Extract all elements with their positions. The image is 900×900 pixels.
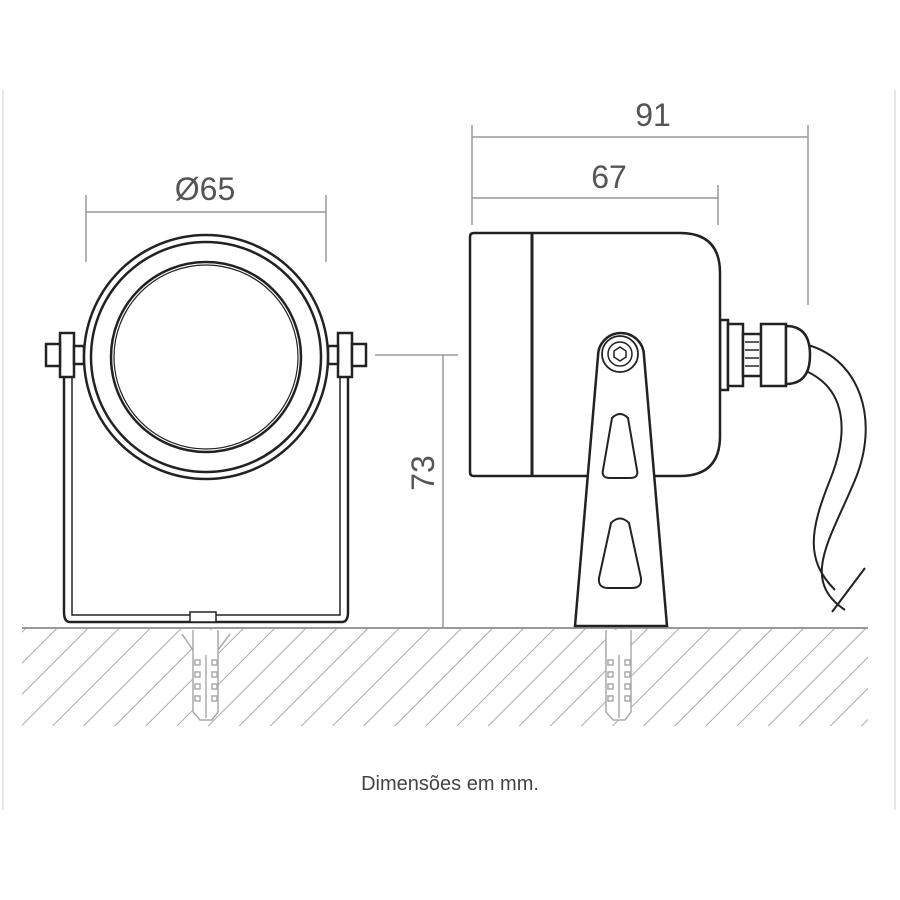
housing-outer-ring	[82, 233, 330, 481]
pivot-screw	[601, 335, 639, 373]
left-bolt	[44, 331, 86, 379]
cable-gland	[718, 318, 812, 392]
dimension-lines	[85, 125, 809, 628]
side-bracket	[573, 331, 669, 628]
ground-anchor-right	[605, 630, 632, 721]
bracket-slot-upper	[601, 413, 639, 479]
ground-anchor-left	[181, 630, 231, 721]
bracket-slot-lower	[597, 517, 643, 589]
housing-inner-ring	[89, 240, 323, 474]
side-view	[468, 231, 867, 628]
dimension-body-length: 67	[591, 159, 627, 195]
front-view	[44, 233, 368, 624]
dimension-height: 73	[405, 455, 441, 491]
mounting-bracket	[62, 340, 350, 624]
dimension-diameter: Ø65	[175, 171, 235, 207]
lens	[109, 260, 303, 454]
ground-section	[22, 627, 868, 726]
units-caption: Dimensões em mm.	[361, 773, 539, 795]
cable	[807, 344, 867, 611]
dimension-total-length: 91	[635, 97, 671, 133]
right-bolt	[326, 331, 368, 379]
